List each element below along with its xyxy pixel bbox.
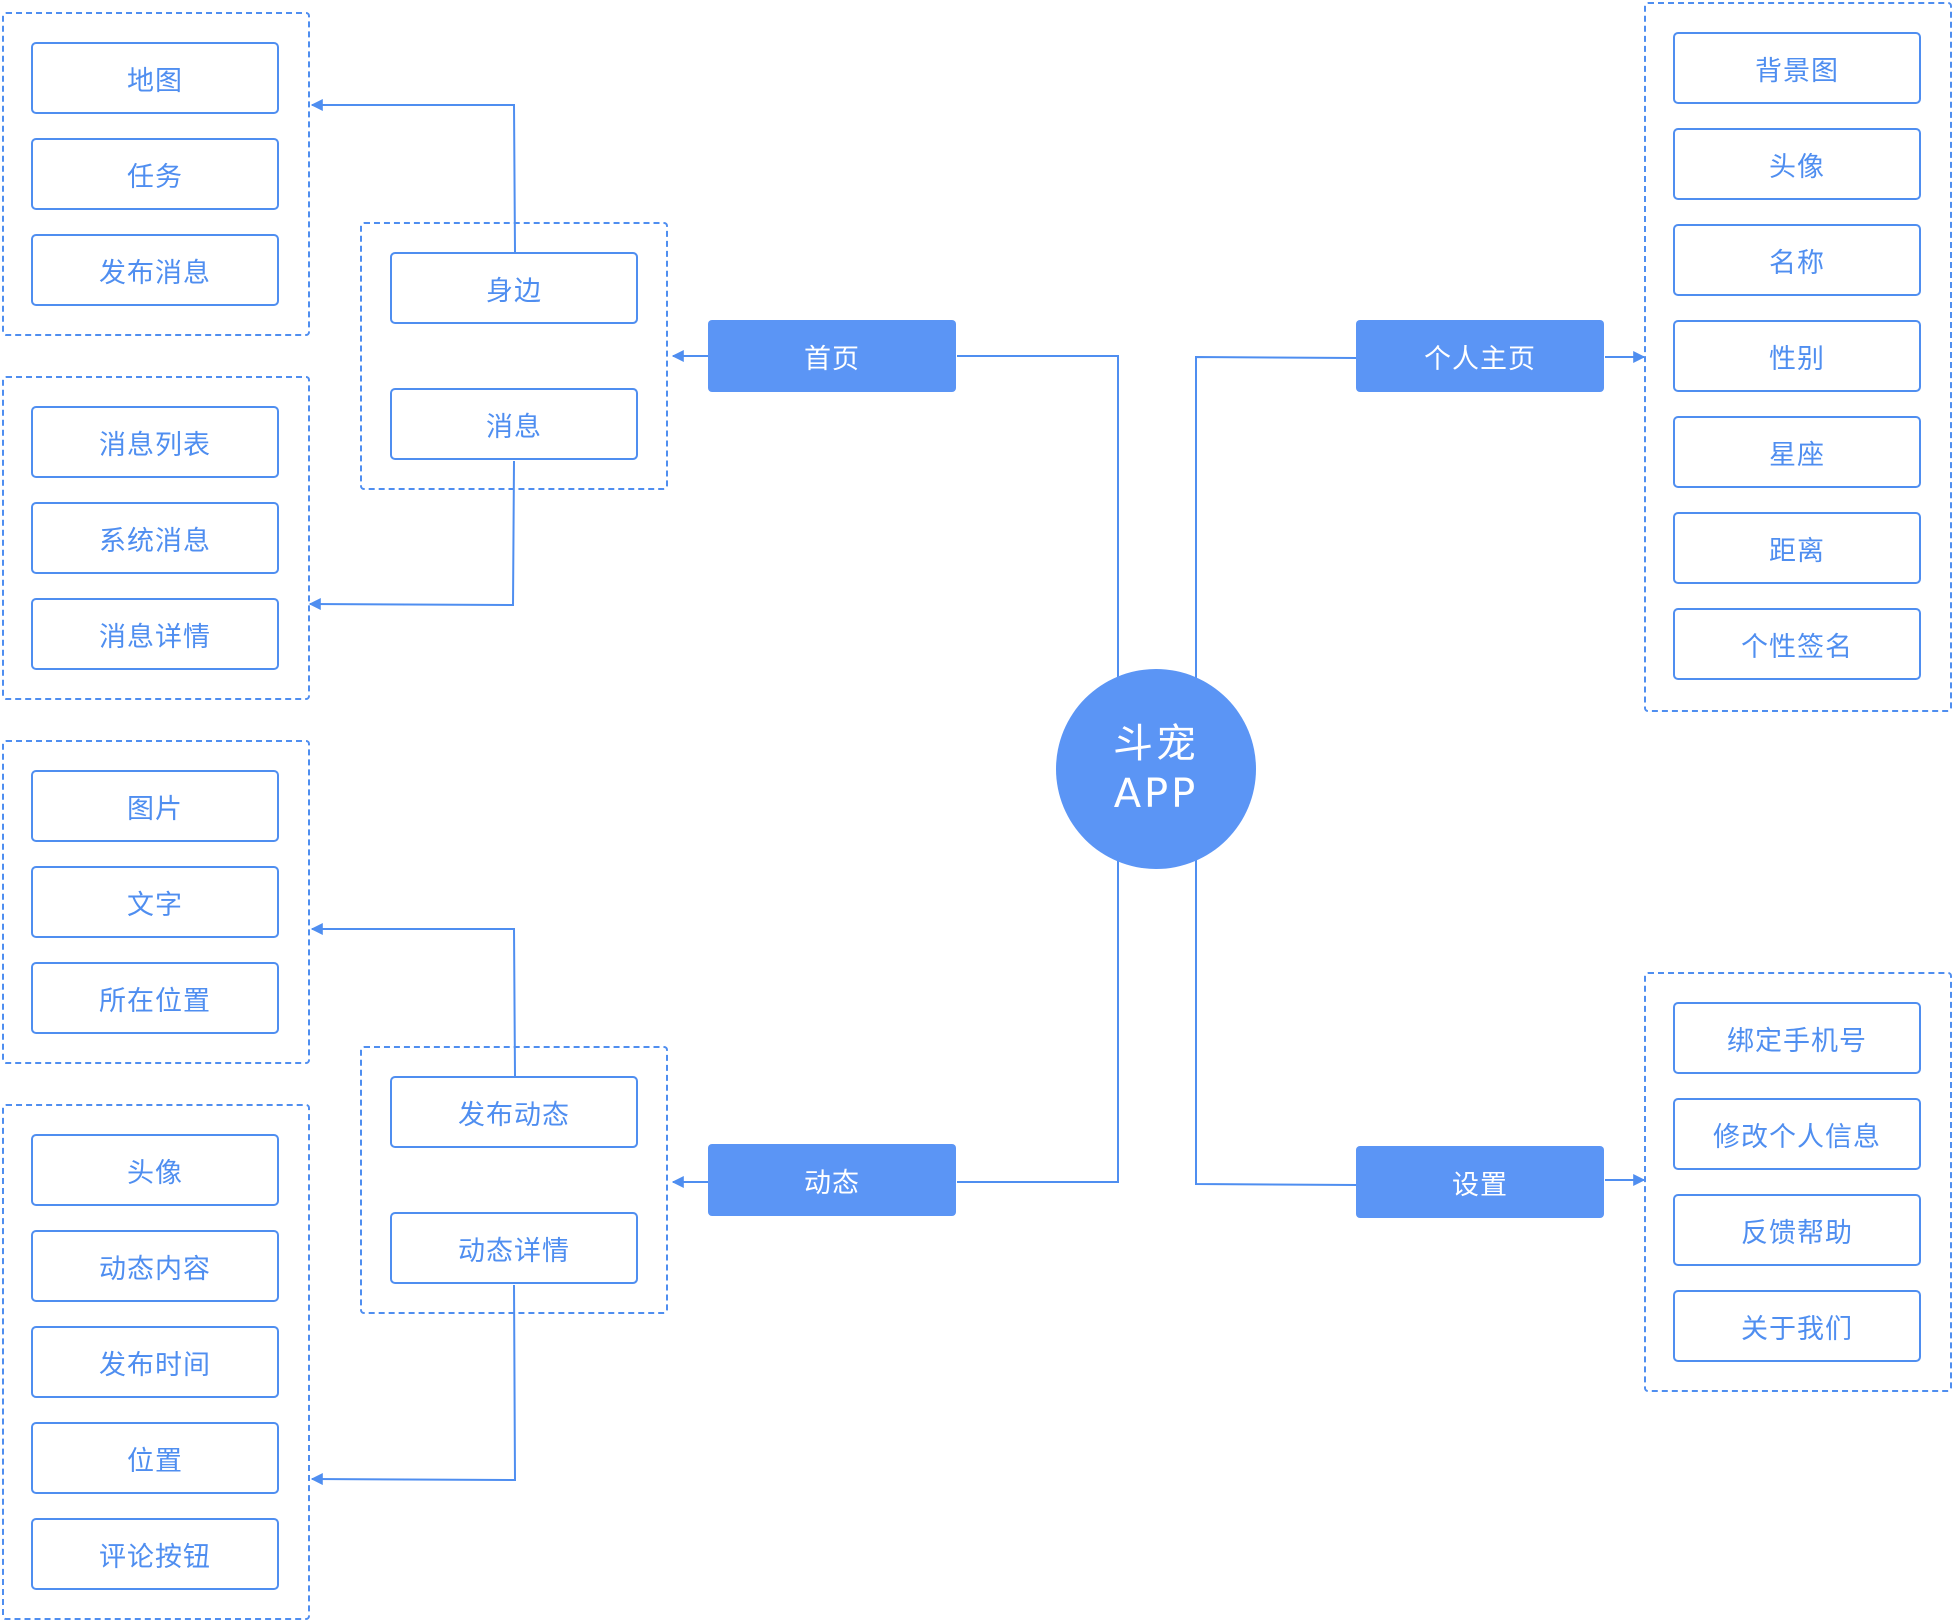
node-distance[interactable]: 距离 (1673, 512, 1921, 584)
connector-nearby-items (310, 99, 516, 253)
category-profile[interactable]: 个人主页 (1356, 320, 1604, 392)
node-text[interactable]: 文字 (31, 866, 279, 938)
category-feed[interactable]: 动态 (708, 1144, 956, 1216)
detail-items-group (2, 1104, 310, 1620)
home-children-group (360, 222, 668, 490)
settings-items-group (1644, 972, 1952, 1392)
profile-items-group (1644, 2, 1952, 712)
node-system-message[interactable]: 系统消息 (31, 502, 279, 574)
node-post-message[interactable]: 发布消息 (31, 234, 279, 306)
node-message[interactable]: 消息 (390, 388, 638, 460)
node-feed-detail[interactable]: 动态详情 (390, 1212, 638, 1284)
node-bind-phone[interactable]: 绑定手机号 (1673, 1002, 1921, 1074)
node-publish-feed[interactable]: 发布动态 (390, 1076, 638, 1148)
node-map[interactable]: 地图 (31, 42, 279, 114)
node-feed-content[interactable]: 动态内容 (31, 1230, 279, 1302)
node-task[interactable]: 任务 (31, 138, 279, 210)
connector-center-profile (1195, 355, 1358, 680)
node-name[interactable]: 名称 (1673, 224, 1921, 296)
node-gender[interactable]: 性别 (1673, 320, 1921, 392)
node-message-detail[interactable]: 消息详情 (31, 598, 279, 670)
connector-publish-items (310, 923, 516, 1077)
nearby-items-group (2, 12, 310, 336)
node-constellation[interactable]: 星座 (1673, 416, 1921, 488)
connector-message-items (308, 460, 515, 611)
connector-center-home (957, 355, 1119, 680)
center-title: 斗宠 (1113, 721, 1199, 767)
connector-detail-items (310, 1284, 517, 1486)
node-location[interactable]: 所在位置 (31, 962, 279, 1034)
message-items-group (2, 376, 310, 700)
node-publish-time[interactable]: 发布时间 (31, 1326, 279, 1398)
connector-center-settings (1195, 860, 1358, 1186)
node-feedback-help[interactable]: 反馈帮助 (1673, 1194, 1921, 1266)
publish-items-group (2, 740, 310, 1064)
center-subtitle: APP (1113, 771, 1199, 817)
node-avatar[interactable]: 头像 (31, 1134, 279, 1206)
node-signature[interactable]: 个性签名 (1673, 608, 1921, 680)
node-message-list[interactable]: 消息列表 (31, 406, 279, 478)
node-nearby[interactable]: 身边 (390, 252, 638, 324)
node-image[interactable]: 图片 (31, 770, 279, 842)
feed-children-group (360, 1046, 668, 1314)
category-home[interactable]: 首页 (708, 320, 956, 392)
node-comment-button[interactable]: 评论按钮 (31, 1518, 279, 1590)
center-app-node[interactable]: 斗宠 APP (1056, 669, 1256, 869)
category-settings[interactable]: 设置 (1356, 1146, 1604, 1218)
node-profile-avatar[interactable]: 头像 (1673, 128, 1921, 200)
node-position[interactable]: 位置 (31, 1422, 279, 1494)
node-edit-profile[interactable]: 修改个人信息 (1673, 1098, 1921, 1170)
node-about-us[interactable]: 关于我们 (1673, 1290, 1921, 1362)
node-background-image[interactable]: 背景图 (1673, 32, 1921, 104)
connector-center-feed (957, 860, 1119, 1183)
